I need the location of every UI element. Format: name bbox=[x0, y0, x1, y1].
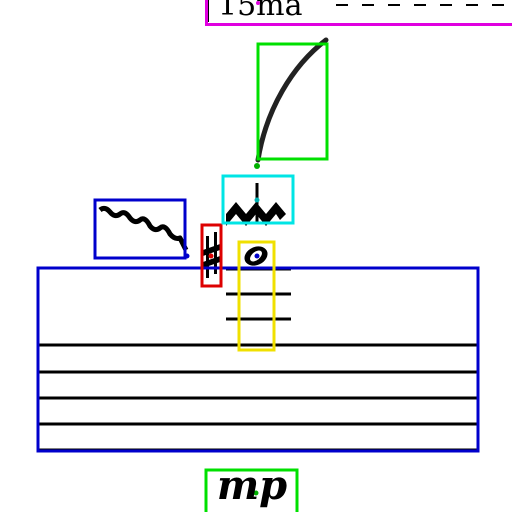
slur-path bbox=[255, 37, 329, 163]
ottava-dash bbox=[440, 4, 452, 6]
ottava-anchor-dot bbox=[256, 1, 260, 5]
mordent-anchor-dot bbox=[254, 197, 260, 203]
ottava-dash bbox=[388, 4, 400, 6]
ottava-dash bbox=[466, 4, 478, 6]
dynamic-label: mp bbox=[216, 462, 288, 509]
trill-wavy-path bbox=[98, 205, 189, 252]
ottava-dash bbox=[336, 4, 348, 6]
sharp-bounding-box bbox=[200, 223, 223, 288]
trill-anchor-dot bbox=[184, 253, 190, 259]
slur-bounding-box bbox=[256, 42, 329, 161]
dynamic-anchor-dot bbox=[253, 490, 259, 496]
ottava-dash bbox=[362, 4, 374, 6]
ottava-dash bbox=[492, 4, 504, 6]
sharp-glyph bbox=[203, 232, 220, 278]
dynamic-bounding-box bbox=[204, 468, 299, 512]
sharp-anchor-dot bbox=[208, 253, 214, 259]
slur-anchor-dot bbox=[254, 163, 260, 169]
note-bounding-box bbox=[237, 240, 276, 352]
note-anchor-dot bbox=[254, 253, 260, 259]
ottava-bounding-box bbox=[205, 0, 512, 26]
trill-bounding-box bbox=[93, 198, 187, 260]
ottava-bracket-line bbox=[207, 0, 209, 22]
ledger-lines bbox=[226, 267, 291, 321]
staff-lines bbox=[39, 343, 478, 452]
ottava-label: 15ma bbox=[218, 0, 303, 23]
ottava-dash bbox=[414, 4, 426, 6]
staff-bounding-box bbox=[36, 266, 480, 453]
mordent-bounding-box bbox=[221, 174, 295, 225]
